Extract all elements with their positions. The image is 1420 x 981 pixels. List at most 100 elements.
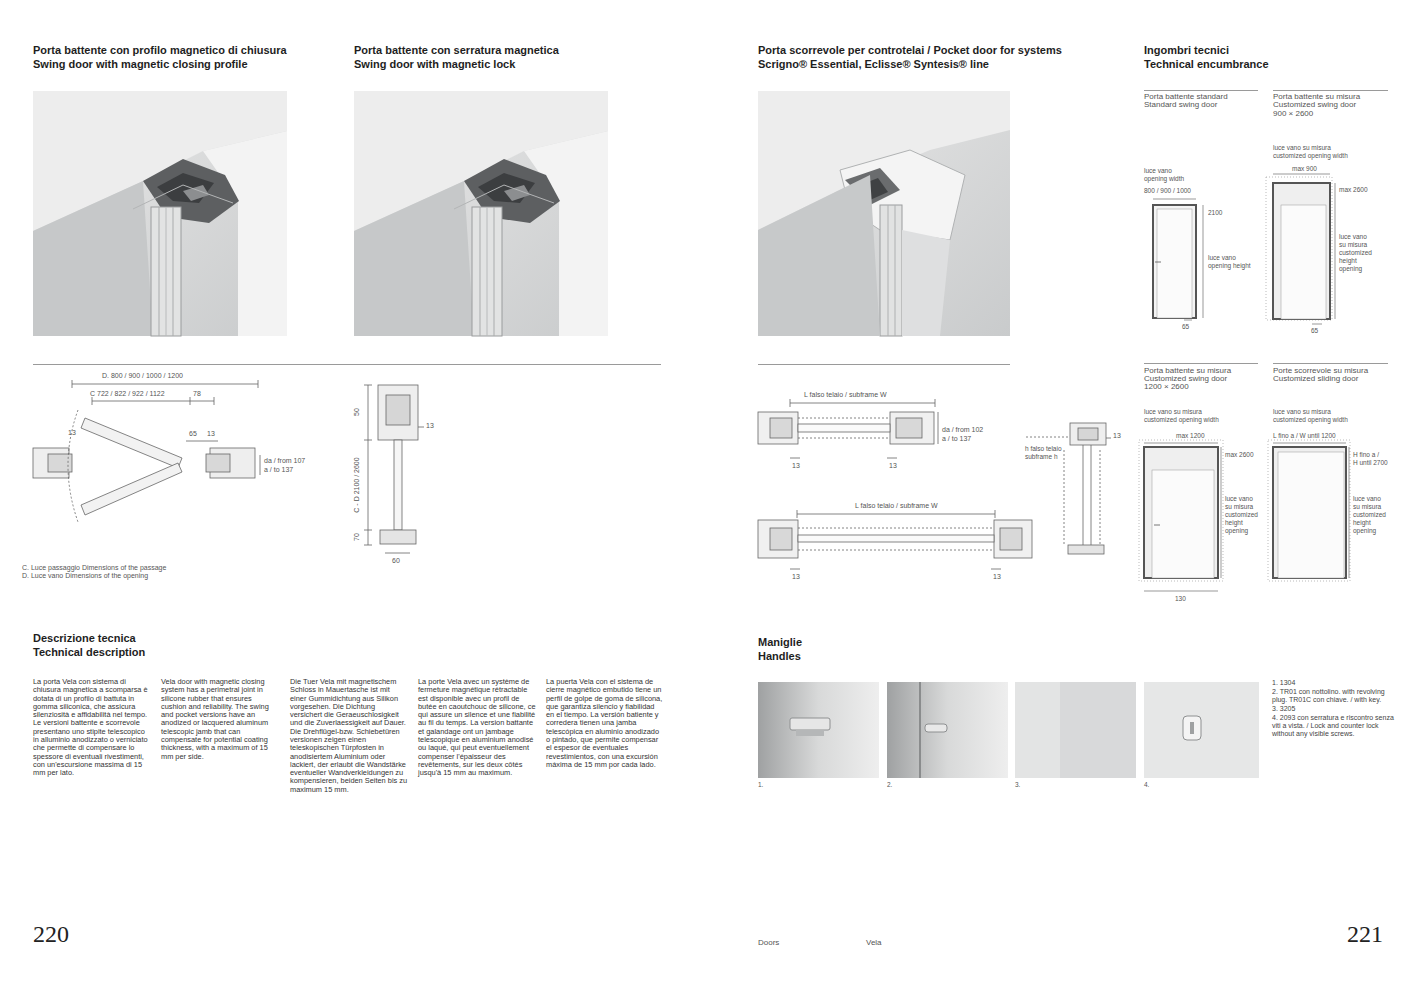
drawing-rect xyxy=(758,412,798,444)
annotation-label: a / to 137 xyxy=(942,435,971,443)
drawing-rect xyxy=(798,535,994,542)
drawing-rect xyxy=(1068,545,1104,554)
drawing-rect xyxy=(1157,209,1192,318)
annotation-label: luce vano su misura xyxy=(1273,144,1331,151)
drawing-line xyxy=(364,385,372,386)
annotation-label: luce vano xyxy=(1208,254,1236,261)
annotation-label: da / from 107 xyxy=(264,457,305,465)
annotation-label: customized opening width xyxy=(1273,152,1348,159)
annotation-label: 800 / 900 / 1000 xyxy=(1144,187,1191,194)
drawing-g xyxy=(758,399,1111,569)
drawing-line xyxy=(260,455,261,475)
description-text: La porte Vela avec un système de fermetu… xyxy=(418,678,536,777)
annotation-label: C 722 / 822 / 922 / 1122 xyxy=(90,390,165,398)
drawing-line xyxy=(790,403,935,404)
annotation-label: height xyxy=(1339,257,1357,264)
annotation-label: L falso telaio / subframe W xyxy=(804,391,887,399)
dimension-label: C - D 2100 / 2600 xyxy=(353,457,361,512)
annotation-label: 2. xyxy=(887,781,892,788)
drawing-rect xyxy=(1144,447,1218,578)
section-heading: Technical description xyxy=(33,646,145,659)
drawing-rect xyxy=(386,395,410,425)
annotation-label: 78 xyxy=(193,390,201,398)
drawing-line xyxy=(1335,183,1336,319)
annotation-label: D. Luce vano Dimensions of the opening xyxy=(22,572,148,580)
drawing-line xyxy=(1144,443,1218,444)
drawing-path xyxy=(81,463,182,515)
drawing-rect xyxy=(1190,722,1194,734)
annotation-label: 130 xyxy=(1175,595,1186,602)
drawing-line xyxy=(1026,437,1068,438)
drawing-line xyxy=(186,441,218,442)
annotation-label: Porte scorrevole su misura xyxy=(1273,366,1368,375)
drawing-rect xyxy=(394,440,402,530)
drawing-line xyxy=(1144,363,1258,364)
drawing-line xyxy=(92,397,93,405)
drawing-line xyxy=(888,205,889,336)
drawing-use xyxy=(33,91,287,336)
annotation-label: luce vano su misura xyxy=(1144,408,1202,415)
dimension-label: 70 xyxy=(353,533,361,541)
annotation-label: opening height xyxy=(1208,262,1251,269)
drawing-polygon xyxy=(758,175,880,336)
annotation-label: max 1200 xyxy=(1176,432,1205,439)
drawing-rect xyxy=(890,412,934,444)
drawing-line xyxy=(1273,443,1346,444)
annotation-label: Customized swing door xyxy=(1273,100,1356,109)
drawing-line xyxy=(995,510,996,518)
annotation-label: luce vano xyxy=(1353,495,1381,502)
section-heading: Ingombri tecnici xyxy=(1144,44,1229,57)
drawing-rect xyxy=(758,520,798,558)
annotation-label: Porta battente standard xyxy=(1144,92,1228,101)
drawing-line xyxy=(887,458,897,459)
drawing-rect xyxy=(770,528,792,550)
drawing-line xyxy=(1312,324,1322,325)
drawing-line xyxy=(364,530,372,531)
annotation-label: su misura xyxy=(1339,241,1367,248)
annotation-label: subframe h xyxy=(1025,453,1058,460)
handle-item: 4. 2093 con serratura e riscontro senza … xyxy=(1272,714,1394,738)
annotation-label: 2100 xyxy=(1208,209,1222,216)
section-heading: Swing door with magnetic lock xyxy=(354,58,515,71)
drawing-line xyxy=(938,412,939,444)
drawing-line xyxy=(1106,438,1111,439)
drawing-rect xyxy=(758,91,1010,336)
drawing-rect xyxy=(1015,682,1136,778)
annotation-label: 60 xyxy=(392,557,400,565)
annotation-label: H until 2700 xyxy=(1353,459,1388,466)
drawing-line xyxy=(190,397,191,405)
annotation-label: 13 xyxy=(1113,432,1121,440)
annotation-label: Vela xyxy=(866,938,882,947)
annotation-label: luce vano su misura xyxy=(1273,408,1331,415)
drawing-line xyxy=(1144,90,1258,91)
description-text: La porta Vela con sistema di chiusura ma… xyxy=(33,678,151,777)
annotation-label: a / to 137 xyxy=(264,466,293,474)
annotation-label: opening xyxy=(1339,265,1362,272)
annotation-label: customized opening width xyxy=(1144,416,1219,423)
annotation-label: 13 xyxy=(207,430,215,438)
drawing-line xyxy=(364,440,372,441)
drawing-line xyxy=(1155,262,1161,263)
annotation-label: height xyxy=(1225,519,1243,526)
handle-item: 3. 3205 xyxy=(1272,705,1394,713)
annotation-label: luce vano xyxy=(1144,167,1172,174)
drawing-line xyxy=(368,385,369,545)
drawing-line xyxy=(919,682,921,778)
annotation-label: 13 xyxy=(426,422,434,430)
drawing-line xyxy=(418,427,424,428)
annotation-label: 65 xyxy=(189,430,197,438)
drawing-rect xyxy=(994,520,1032,558)
annotation-label: Customized sliding door xyxy=(1273,374,1358,383)
annotation-label: Doors xyxy=(758,938,779,947)
page-number: 221 xyxy=(1347,922,1383,946)
drawing-rect xyxy=(1273,447,1346,578)
annotation-label: max 2600 xyxy=(1225,451,1254,458)
drawing-line xyxy=(790,569,800,570)
annotation-label: 65 xyxy=(1182,323,1189,330)
drawing-rect xyxy=(1278,452,1344,578)
drawing-rect xyxy=(1266,177,1332,320)
annotation-label: opening width xyxy=(1144,175,1184,182)
drawing-line xyxy=(1091,445,1092,545)
drawing-line xyxy=(1154,525,1160,526)
drawing-line xyxy=(92,401,214,402)
